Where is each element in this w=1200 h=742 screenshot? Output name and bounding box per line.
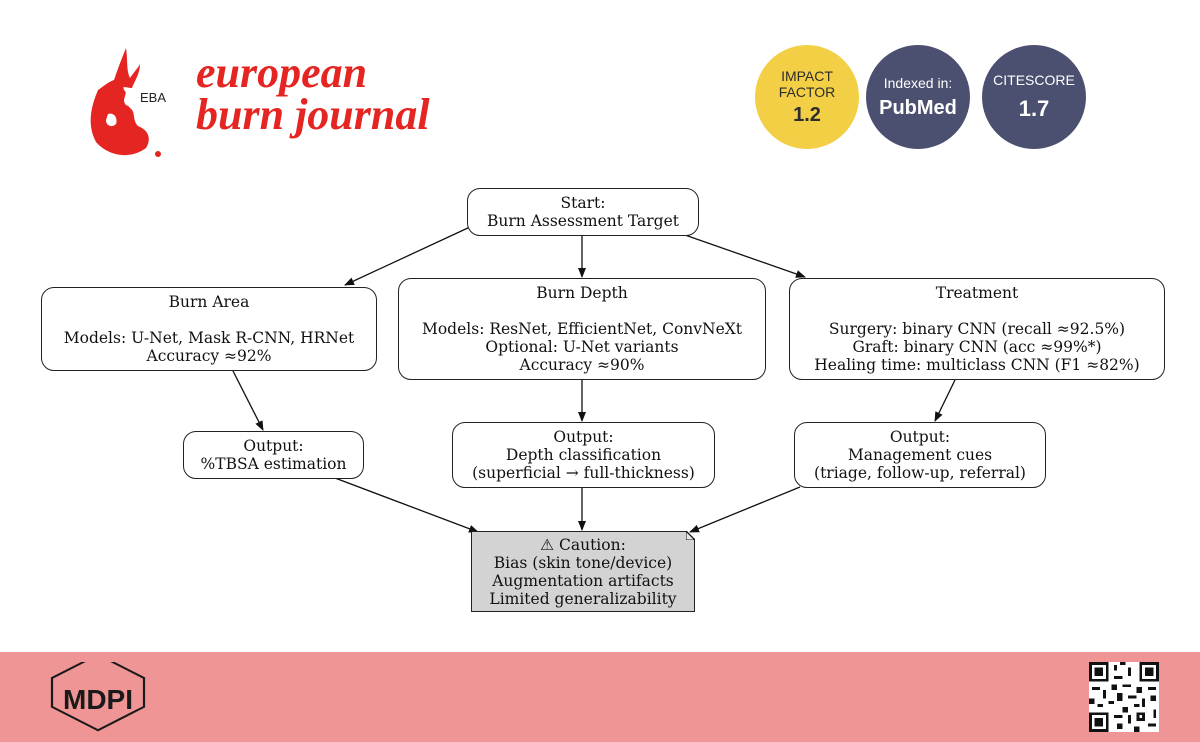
treatment-title: Treatment xyxy=(935,284,1019,302)
impact-factor-label-1: IMPACT xyxy=(781,67,833,84)
output-area-line1: Output: xyxy=(243,437,304,455)
output-treatment-line1: Output: xyxy=(889,428,951,446)
eba-europe-logo-icon: EBA xyxy=(90,48,166,157)
caution-node: ⚠ Caution: Bias (skin tone/device) Augme… xyxy=(471,531,695,612)
caution-line1: ⚠ Caution: xyxy=(540,535,626,554)
pubmed-badge: Indexed in: PubMed xyxy=(866,45,970,149)
burn-depth-optional: Optional: U-Net variants xyxy=(485,338,679,356)
caution-fold-corner xyxy=(686,531,695,540)
impact-factor-badge: IMPACT FACTOR 1.2 xyxy=(755,45,859,149)
qr-code-icon[interactable] xyxy=(1089,662,1159,732)
output-treatment-node: Output: Management cues (triage, follow-… xyxy=(794,422,1046,488)
flowchart: Start: Burn Assessment Target Burn Area … xyxy=(41,188,1165,650)
treatment-healing: Healing time: multiclass CNN (F1 ≈82%) xyxy=(814,356,1140,374)
caution-line3: Augmentation artifacts xyxy=(492,571,674,590)
arrow-start-to-area xyxy=(344,226,471,286)
output-depth-line3: (superficial → full-thickness) xyxy=(472,464,695,482)
burn-depth-title: Burn Depth xyxy=(536,284,628,302)
citescore-badge: CITESCORE 1.7 xyxy=(982,45,1086,149)
mdpi-hexagon-logo-icon: MDPI xyxy=(50,662,146,732)
treatment-graft: Graft: binary CNN (acc ≈99%*) xyxy=(852,338,1102,356)
caution-line2: Bias (skin tone/device) xyxy=(493,553,673,572)
burn-depth-models: Models: ResNet, EfficientNet, ConvNeXt xyxy=(421,320,743,338)
burn-area-accuracy: Accuracy ≈92% xyxy=(146,347,272,365)
burn-area-models: Models: U-Net, Mask R-CNN, HRNet xyxy=(63,329,355,347)
burn-depth-node: Burn Depth Models: ResNet, EfficientNet,… xyxy=(398,278,766,380)
impact-factor-value: 1.2 xyxy=(793,103,821,126)
start-node: Start: Burn Assessment Target xyxy=(467,188,699,236)
journal-title: european burn journal xyxy=(196,48,430,139)
output-depth-line2: Depth classification xyxy=(505,446,662,464)
flowchart-arrows xyxy=(232,226,956,533)
arrow-treatment-to-output xyxy=(934,379,956,422)
citescore-value: 1.7 xyxy=(1018,96,1050,121)
journal-title-line1: european xyxy=(196,48,368,97)
burn-area-node: Burn Area Models: U-Net, Mask R-CNN, HRN… xyxy=(41,287,377,371)
pubmed-label: Indexed in: xyxy=(883,74,953,91)
output-treatment-line3: (triage, follow-up, referral) xyxy=(814,464,1026,482)
citescore-label: CITESCORE xyxy=(993,72,1075,88)
mdpi-logo-text: MDPI xyxy=(63,684,133,715)
arrow-outtreat-to-caution xyxy=(689,486,801,533)
treatment-surgery: Surgery: binary CNN (recall ≈92.5%) xyxy=(828,320,1126,338)
arrow-start-to-treatment xyxy=(684,234,806,278)
svg-text:EBA: EBA xyxy=(140,90,166,105)
burn-depth-accuracy: Accuracy ≈90% xyxy=(519,356,645,374)
footer-band xyxy=(0,652,1200,742)
output-treatment-line2: Management cues xyxy=(847,446,993,464)
arrow-outarea-to-caution xyxy=(334,477,479,533)
burn-area-title: Burn Area xyxy=(168,293,250,311)
start-line1: Start: xyxy=(560,194,606,212)
caution-line4: Limited generalizability xyxy=(489,589,677,608)
journal-title-line2: burn journal xyxy=(196,90,430,139)
arrow-area-to-output xyxy=(232,370,264,431)
output-depth-line1: Output: xyxy=(553,428,614,446)
output-area-node: Output: %TBSA estimation xyxy=(183,431,364,479)
impact-factor-label-2: FACTOR xyxy=(778,83,836,100)
output-area-line2: %TBSA estimation xyxy=(200,455,347,473)
output-depth-node: Output: Depth classification (superficia… xyxy=(452,422,715,488)
start-line2: Burn Assessment Target xyxy=(487,212,679,230)
pubmed-value: PubMed xyxy=(879,96,957,119)
treatment-node: Treatment Surgery: binary CNN (recall ≈9… xyxy=(789,278,1165,380)
